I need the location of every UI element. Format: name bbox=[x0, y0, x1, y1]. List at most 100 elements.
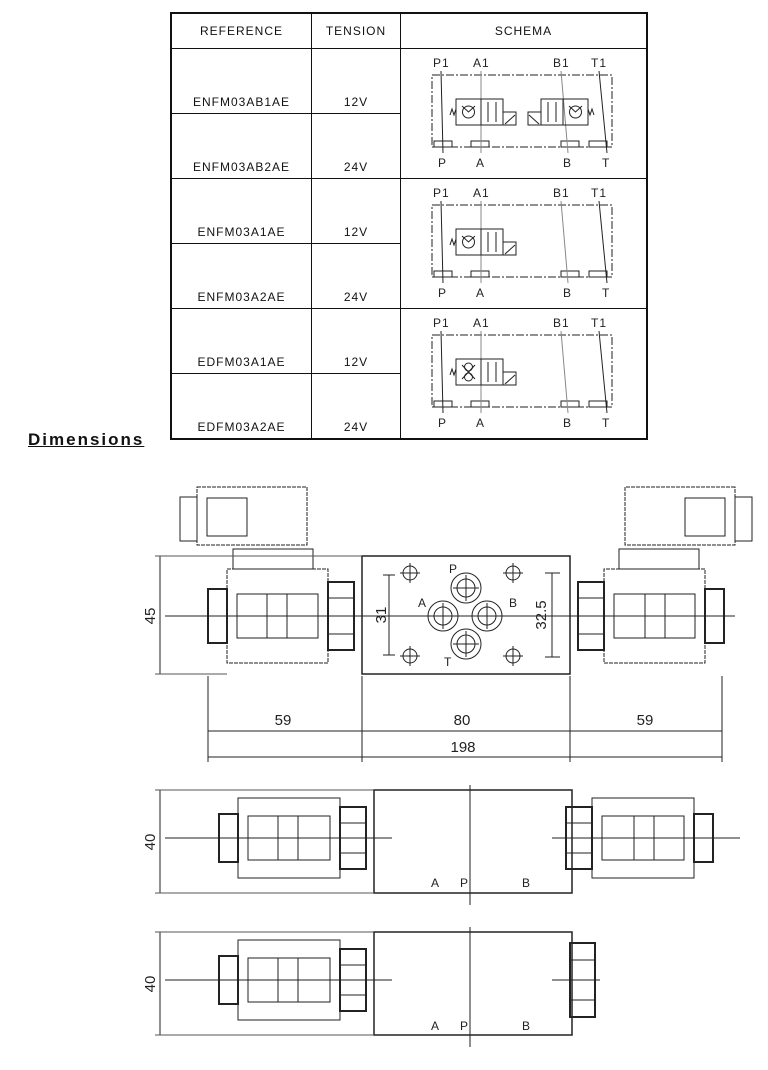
port-label-bottom: B bbox=[563, 416, 572, 430]
valve-symbol bbox=[449, 228, 517, 256]
valve-symbol bbox=[527, 98, 595, 126]
drawing-line bbox=[560, 200, 569, 284]
end-cap bbox=[704, 588, 725, 644]
schema-housing bbox=[431, 334, 613, 408]
port-stub bbox=[470, 270, 490, 278]
subplate-body bbox=[373, 789, 573, 894]
check-seat bbox=[568, 105, 583, 113]
solenoid-icon bbox=[503, 371, 517, 386]
check-ball-icon bbox=[462, 235, 475, 249]
dim-right-59: 59 bbox=[637, 712, 654, 729]
port-label-top: T1 bbox=[591, 316, 607, 330]
port-b: B bbox=[522, 876, 530, 890]
port-label-top: A1 bbox=[473, 56, 490, 70]
drawing-line bbox=[440, 330, 444, 414]
connector-plug bbox=[684, 497, 726, 537]
connector-plug bbox=[206, 497, 248, 537]
port-label-bottom: A bbox=[476, 156, 485, 170]
header-tension: TENSION bbox=[311, 12, 401, 49]
port-label-bottom: T bbox=[602, 156, 610, 170]
port-a: A bbox=[431, 1019, 439, 1033]
solenoid-icon bbox=[503, 241, 517, 256]
solenoid-icon bbox=[527, 111, 541, 126]
dim-height-45: 45 bbox=[142, 608, 159, 625]
drawing-line bbox=[598, 200, 608, 284]
tension: 24V bbox=[311, 243, 401, 309]
port-label-bottom: B bbox=[563, 286, 572, 300]
dim-total-198: 198 bbox=[450, 739, 475, 756]
port-label-top: A1 bbox=[473, 186, 490, 200]
port-stub bbox=[588, 270, 608, 278]
check-ball-icon bbox=[462, 105, 475, 119]
spring-icon bbox=[449, 237, 457, 247]
tension: 12V bbox=[311, 308, 401, 374]
port-ring bbox=[471, 600, 503, 632]
reference: ENFM03AB2AE bbox=[170, 113, 312, 179]
connector-screw bbox=[734, 496, 753, 542]
end-cap bbox=[207, 588, 228, 644]
port-label-top: B1 bbox=[553, 186, 570, 200]
port-b: B bbox=[509, 596, 517, 610]
port-label-bottom: B bbox=[563, 156, 572, 170]
port-label-top: P1 bbox=[433, 186, 450, 200]
port-stub bbox=[588, 140, 608, 148]
port-stub bbox=[560, 400, 580, 408]
port-p: P bbox=[449, 562, 457, 576]
dim-height-40: 40 bbox=[142, 976, 159, 993]
check-ball-icon bbox=[569, 105, 582, 119]
spring-icon bbox=[449, 107, 457, 117]
port-stub bbox=[560, 140, 580, 148]
port-b: B bbox=[522, 1019, 530, 1033]
drawing-line bbox=[440, 70, 444, 154]
port-ring bbox=[427, 600, 459, 632]
port-stub bbox=[470, 400, 490, 408]
port-label-top: B1 bbox=[553, 316, 570, 330]
check-seat bbox=[461, 105, 476, 113]
port-t: T bbox=[444, 655, 452, 669]
drawing-line bbox=[598, 70, 608, 154]
hex-nut bbox=[577, 581, 605, 651]
dim-left-59: 59 bbox=[275, 712, 292, 729]
port-label-bottom: T bbox=[602, 416, 610, 430]
port-p: P bbox=[460, 1019, 468, 1033]
valve-symbol bbox=[449, 98, 517, 126]
subplate-body bbox=[361, 555, 571, 675]
port-label-top: T1 bbox=[591, 56, 607, 70]
check-seat bbox=[461, 235, 476, 243]
reference: ENFM03AB1AE bbox=[170, 48, 312, 114]
port-label-bottom: T bbox=[602, 286, 610, 300]
port-label-top: P1 bbox=[433, 56, 450, 70]
port-label-bottom: P bbox=[438, 286, 447, 300]
schema-housing bbox=[431, 204, 613, 278]
header-schema: SCHEMA bbox=[400, 12, 648, 49]
dimensions-heading: Dimensions bbox=[28, 430, 145, 449]
side-view-double bbox=[155, 785, 740, 905]
port-a: A bbox=[431, 876, 439, 890]
coil-connector bbox=[179, 486, 314, 570]
reference: ENFM03A2AE bbox=[170, 243, 312, 309]
solenoid-assembly bbox=[207, 568, 355, 664]
coil-neck bbox=[232, 548, 314, 570]
armature-tube bbox=[236, 593, 319, 639]
port-ring bbox=[450, 572, 482, 604]
port-stub bbox=[588, 400, 608, 408]
drawing-line bbox=[560, 330, 569, 414]
drawing-line bbox=[598, 330, 608, 414]
port-label-bottom: P bbox=[438, 156, 447, 170]
spring-icon bbox=[449, 367, 457, 377]
dim-32-5: 32.5 bbox=[533, 600, 550, 629]
ball-icon bbox=[464, 362, 473, 372]
reference: EDFM03A1AE bbox=[170, 308, 312, 374]
dim-height-40: 40 bbox=[142, 834, 159, 851]
spring-icon bbox=[587, 107, 595, 117]
